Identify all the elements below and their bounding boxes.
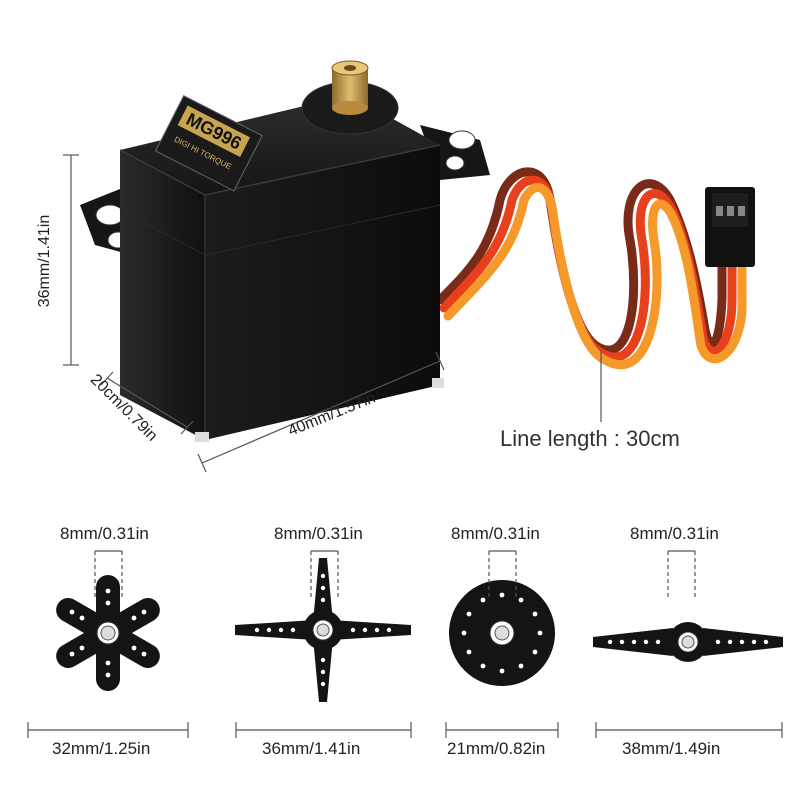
horn-span-label: 36mm/1.41in — [262, 739, 361, 758]
horn-span-label: 38mm/1.49in — [622, 739, 721, 758]
servo-dimension-lines — [63, 154, 602, 473]
model-label-plate: MG996 DIGI HI TORQUE — [154, 95, 263, 192]
horn-hub-label: 8mm/0.31in — [274, 524, 363, 543]
horn-dimension-lines — [27, 550, 783, 738]
horn-round — [449, 580, 555, 686]
servo-body: MG996 DIGI HI TORQUE — [80, 60, 490, 442]
horn-double-arm — [593, 622, 783, 662]
wire-connector — [705, 187, 755, 267]
horn-span-label: 21mm/0.82in — [447, 739, 546, 758]
horn-six-arm — [56, 575, 160, 691]
horn-hub-label: 8mm/0.31in — [451, 524, 540, 543]
horn-hub-label: 8mm/0.31in — [630, 524, 719, 543]
horn-four-arm — [235, 558, 411, 702]
horn-span-label: 32mm/1.25in — [52, 739, 151, 758]
servo-cable — [435, 167, 747, 370]
horn-hub-label: 8mm/0.31in — [60, 524, 149, 543]
cable-length-label: Line length : 30cm — [500, 426, 680, 451]
servo-height-label: 36mm/1.41in — [36, 214, 53, 308]
